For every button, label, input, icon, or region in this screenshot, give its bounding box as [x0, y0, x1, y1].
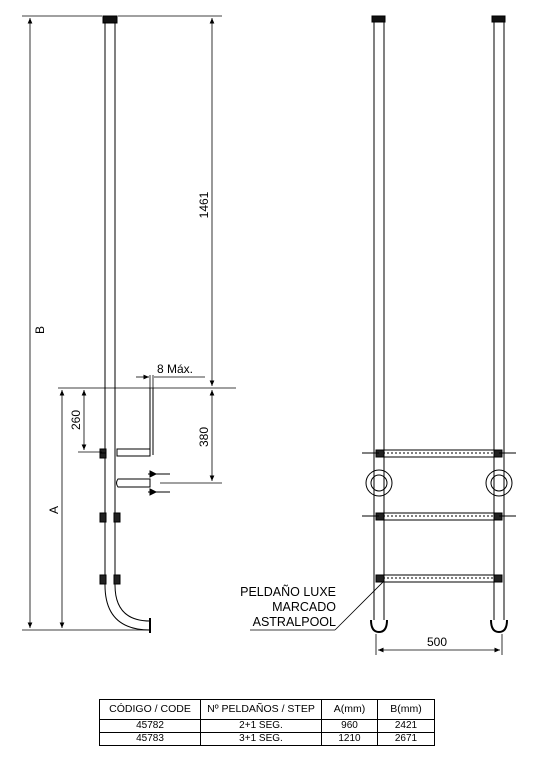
table-cell: 1210	[321, 732, 378, 746]
dimension-1461-label: 1461	[197, 191, 211, 218]
table-row: 45783 3+1 SEG. 1210 2671	[99, 732, 435, 746]
table-cell: 2421	[377, 719, 435, 733]
dimension-8max	[136, 374, 205, 390]
table-header-code: CÓDIGO / CODE	[99, 699, 201, 720]
front-step-3	[375, 574, 503, 583]
spec-table: CÓDIGO / CODE Nº PELDAÑOS / STEP A(mm) B…	[99, 699, 435, 746]
step-side	[116, 448, 151, 457]
table-header-a: A(mm)	[321, 699, 378, 720]
dimension-8max-label: 8 Máx.	[157, 362, 193, 376]
table-cell: 45782	[99, 719, 201, 733]
ladder-technical-drawing: B 1461 380 260 A 8 Máx.	[22, 15, 516, 655]
anchor-left	[365, 469, 393, 497]
step-callout	[250, 580, 385, 631]
dimension-b-label: B	[33, 326, 47, 334]
top-cap	[102, 15, 118, 24]
dimension-a-label: A	[47, 506, 61, 514]
dimension-380-label: 380	[197, 427, 211, 447]
anchor-right	[485, 469, 513, 497]
table-cell: 45783	[99, 732, 201, 746]
table-cell: 2671	[377, 732, 435, 746]
dimension-500	[375, 634, 503, 655]
table-header-b: B(mm)	[377, 699, 435, 720]
dimension-1461	[118, 15, 222, 386]
dimension-b	[22, 15, 150, 631]
dimension-260	[78, 390, 102, 453]
callout-line-3: ASTRALPOOL	[253, 615, 336, 629]
front-view	[362, 15, 516, 634]
dimension-500-label: 500	[427, 635, 447, 649]
table-row: 45782 2+1 SEG. 960 2421	[99, 719, 435, 733]
table-header-steps: Nº PELDAÑOS / STEP	[200, 699, 322, 720]
table-cell: 960	[321, 719, 378, 733]
table-cell: 3+1 SEG.	[200, 732, 322, 746]
table-header-row: CÓDIGO / CODE Nº PELDAÑOS / STEP A(mm) B…	[99, 699, 435, 720]
front-step-1	[362, 449, 516, 458]
front-step-2	[362, 512, 516, 521]
dimension-260-label: 260	[69, 410, 83, 430]
callout-line-2: MARCADO	[272, 600, 336, 614]
table-cell: 2+1 SEG.	[200, 719, 322, 733]
side-view	[99, 15, 170, 633]
dimension-380	[160, 390, 222, 484]
callout-line-1: PELDAÑO LUXE	[240, 585, 336, 599]
